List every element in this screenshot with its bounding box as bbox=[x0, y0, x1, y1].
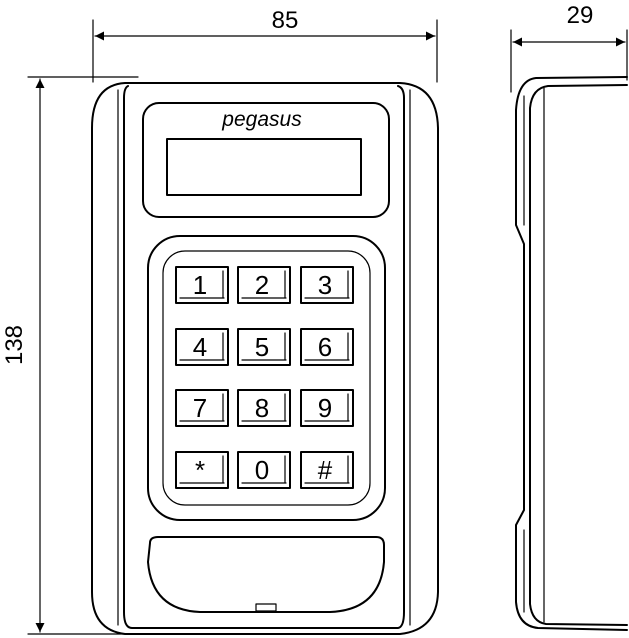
key-6[interactable]: 6 bbox=[300, 328, 354, 366]
side-inner-edge bbox=[529, 84, 628, 626]
key-bevel bbox=[304, 393, 350, 422]
key-bevel bbox=[179, 332, 225, 361]
key-label: 0 bbox=[255, 455, 269, 485]
width-dimension: 85 bbox=[92, 7, 438, 83]
height-dimension-label: 138 bbox=[1, 325, 28, 365]
key-2[interactable]: 2 bbox=[237, 266, 291, 304]
key-outline bbox=[237, 328, 291, 366]
side-profile-outline bbox=[515, 76, 628, 631]
key-5[interactable]: 5 bbox=[237, 328, 291, 366]
key-0[interactable]: 0 bbox=[237, 451, 291, 489]
key-outline bbox=[175, 389, 229, 427]
key-outline bbox=[237, 389, 291, 427]
key-bevel bbox=[179, 270, 225, 299]
keypad-inner-frame bbox=[162, 250, 371, 506]
display-frame bbox=[142, 102, 390, 218]
key-outline bbox=[300, 451, 354, 489]
lcd-display bbox=[166, 138, 362, 196]
key-bevel bbox=[304, 332, 350, 361]
key-outline bbox=[300, 266, 354, 304]
key-9[interactable]: 9 bbox=[300, 389, 354, 427]
key-1[interactable]: 1 bbox=[175, 266, 229, 304]
key-bevel bbox=[241, 270, 287, 299]
key-outline bbox=[175, 266, 229, 304]
key-bevel bbox=[304, 455, 350, 484]
key-4[interactable]: 4 bbox=[175, 328, 229, 366]
depth-dimension-label: 29 bbox=[567, 2, 594, 29]
key-star[interactable]: * bbox=[175, 451, 229, 489]
keypad: 1 2 3 4 5 6 7 8 9 * 0 # bbox=[175, 266, 354, 489]
key-outline bbox=[300, 328, 354, 366]
key-label: 8 bbox=[255, 393, 269, 423]
key-outline bbox=[237, 451, 291, 489]
key-bevel bbox=[304, 270, 350, 299]
card-reader-zone bbox=[147, 536, 385, 613]
key-label: 4 bbox=[193, 332, 207, 362]
key-outline bbox=[175, 328, 229, 366]
key-outline bbox=[300, 389, 354, 427]
key-bevel bbox=[241, 393, 287, 422]
front-bezel bbox=[123, 85, 405, 629]
key-label: 5 bbox=[255, 332, 269, 362]
key-3[interactable]: 3 bbox=[300, 266, 354, 304]
key-7[interactable]: 7 bbox=[175, 389, 229, 427]
key-bevel bbox=[179, 393, 225, 422]
key-label: 9 bbox=[318, 393, 332, 423]
brand-logo: pegasus bbox=[221, 108, 302, 131]
key-label: 1 bbox=[193, 270, 207, 300]
key-bevel bbox=[241, 455, 287, 484]
width-dimension-label: 85 bbox=[272, 7, 299, 34]
key-label: 3 bbox=[318, 270, 332, 300]
depth-dimension: 29 bbox=[510, 2, 628, 93]
key-label: # bbox=[318, 455, 333, 485]
key-label: * bbox=[195, 455, 205, 485]
key-label: 7 bbox=[193, 393, 207, 423]
release-tab bbox=[255, 603, 277, 612]
key-8[interactable]: 8 bbox=[237, 389, 291, 427]
key-outline bbox=[175, 451, 229, 489]
side-view bbox=[515, 76, 628, 631]
housing-outline bbox=[91, 82, 439, 635]
key-bevel bbox=[241, 332, 287, 361]
key-label: 2 bbox=[255, 270, 269, 300]
key-bevel bbox=[179, 455, 225, 484]
front-view: pegasus 1 2 3 4 5 6 7 8 9 * 0 # bbox=[91, 82, 439, 635]
key-label: 6 bbox=[318, 332, 332, 362]
key-outline bbox=[237, 266, 291, 304]
height-dimension: 138 bbox=[1, 76, 139, 635]
keypad-surround bbox=[147, 235, 386, 521]
key-hash[interactable]: # bbox=[300, 451, 354, 489]
